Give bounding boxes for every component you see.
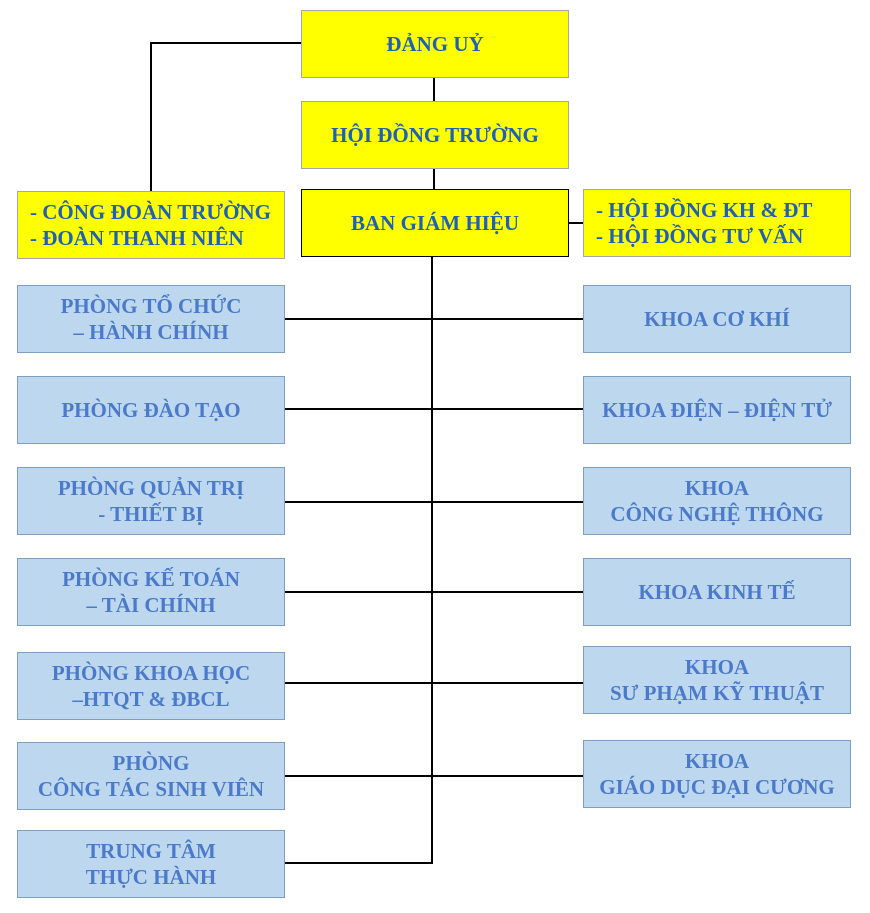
faculty-line: CÔNG NGHỆ THÔNG: [610, 502, 824, 526]
department-line: PHÒNG KẾ TOÁN: [62, 567, 240, 591]
department-line: THỰC HÀNH: [85, 865, 217, 889]
faculty-line: KHOA ĐIỆN – ĐIỆN TỬ: [602, 398, 832, 422]
councils-line-2: - HỘI ĐỒNG TƯ VẤN: [596, 224, 804, 248]
department-line: PHÒNG ĐÀO TẠO: [61, 398, 241, 422]
department-to-chuc-hanh-chinh: PHÒNG TỔ CHỨC – HÀNH CHÍNH: [17, 285, 285, 353]
dang-uy-label: ĐẢNG UỶ: [386, 32, 484, 56]
ban-giam-hieu-label: BAN GIÁM HIỆU: [350, 211, 519, 235]
department-line: – HÀNH CHÍNH: [73, 320, 229, 344]
department-line: PHÒNG KHOA HỌC: [51, 661, 251, 685]
connector-row-5: [285, 682, 583, 684]
connector-row-7: [285, 862, 433, 864]
faculty-giao-duc-dai-cuong: KHOA GIÁO DỤC ĐẠI CƯƠNG: [583, 740, 851, 808]
connector-dang-uy-left: [150, 42, 152, 192]
unions-line-1: - CÔNG ĐOÀN TRƯỜNG: [30, 200, 271, 224]
faculty-cong-nghe-thong: KHOA CÔNG NGHỆ THÔNG: [583, 467, 851, 535]
councils-line-1: - HỘI ĐỒNG KH & ĐT: [596, 198, 813, 222]
department-trung-tam-thuc-hanh: TRUNG TÂM THỰC HÀNH: [17, 830, 285, 898]
department-line: CÔNG TÁC SINH VIÊN: [37, 777, 265, 801]
department-dao-tao: PHÒNG ĐÀO TẠO: [17, 376, 285, 444]
faculty-su-pham-ky-thuat: KHOA SƯ PHẠM KỸ THUẬT: [583, 646, 851, 714]
department-line: – TÀI CHÍNH: [86, 593, 216, 617]
connector-ban-giam-hieu-councils: [569, 222, 584, 224]
councils-box: - HỘI ĐỒNG KH & ĐT - HỘI ĐỒNG TƯ VẤN: [583, 189, 851, 257]
faculty-line: GIÁO DỤC ĐẠI CƯƠNG: [599, 775, 835, 799]
department-line: PHÒNG: [112, 751, 190, 775]
faculty-dien-dien-tu: KHOA ĐIỆN – ĐIỆN TỬ: [583, 376, 851, 444]
hoi-dong-truong-box: HỘI ĐỒNG TRƯỜNG: [301, 101, 569, 169]
connector-dang-uy-hoi-dong: [433, 78, 435, 102]
faculty-line: KHOA CƠ KHÍ: [644, 307, 790, 331]
connector-main-trunk: [431, 256, 433, 863]
connector-row-2: [285, 408, 583, 410]
department-line: –HTQT & ĐBCL: [72, 687, 230, 711]
ban-giam-hieu-box: BAN GIÁM HIỆU: [301, 189, 569, 257]
connector-row-3: [285, 501, 583, 503]
faculty-line: KHOA KINH TẾ: [638, 580, 796, 604]
department-line: PHÒNG QUẢN TRỊ: [57, 476, 245, 500]
department-ke-toan-tai-chinh: PHÒNG KẾ TOÁN – TÀI CHÍNH: [17, 558, 285, 626]
department-line: - THIẾT BỊ: [98, 502, 204, 526]
unions-box: - CÔNG ĐOÀN TRƯỜNG - ĐOÀN THANH NIÊN: [17, 191, 285, 259]
connector-hoi-dong-ban-giam-hieu: [433, 169, 435, 190]
faculty-line: KHOA: [684, 655, 750, 679]
department-quan-tri-thiet-bi: PHÒNG QUẢN TRỊ - THIẾT BỊ: [17, 467, 285, 535]
department-line: TRUNG TÂM: [86, 839, 216, 863]
faculty-kinh-te: KHOA KINH TẾ: [583, 558, 851, 626]
department-line: PHÒNG TỔ CHỨC: [60, 294, 242, 318]
faculty-line: KHOA: [684, 749, 750, 773]
connector-dang-uy-left-h: [150, 42, 302, 44]
connector-row-1: [285, 318, 583, 320]
connector-row-4: [285, 591, 583, 593]
dang-uy-box: ĐẢNG UỶ: [301, 10, 569, 78]
hoi-dong-truong-label: HỘI ĐỒNG TRƯỜNG: [331, 123, 539, 147]
faculty-line: KHOA: [684, 476, 750, 500]
unions-line-2: - ĐOÀN THANH NIÊN: [30, 226, 244, 250]
connector-row-6: [285, 775, 583, 777]
department-khoa-hoc-htqt-dbcl: PHÒNG KHOA HỌC –HTQT & ĐBCL: [17, 652, 285, 720]
faculty-line: SƯ PHẠM KỸ THUẬT: [609, 681, 825, 705]
department-cong-tac-sinh-vien: PHÒNG CÔNG TÁC SINH VIÊN: [17, 742, 285, 810]
faculty-co-khi: KHOA CƠ KHÍ: [583, 285, 851, 353]
